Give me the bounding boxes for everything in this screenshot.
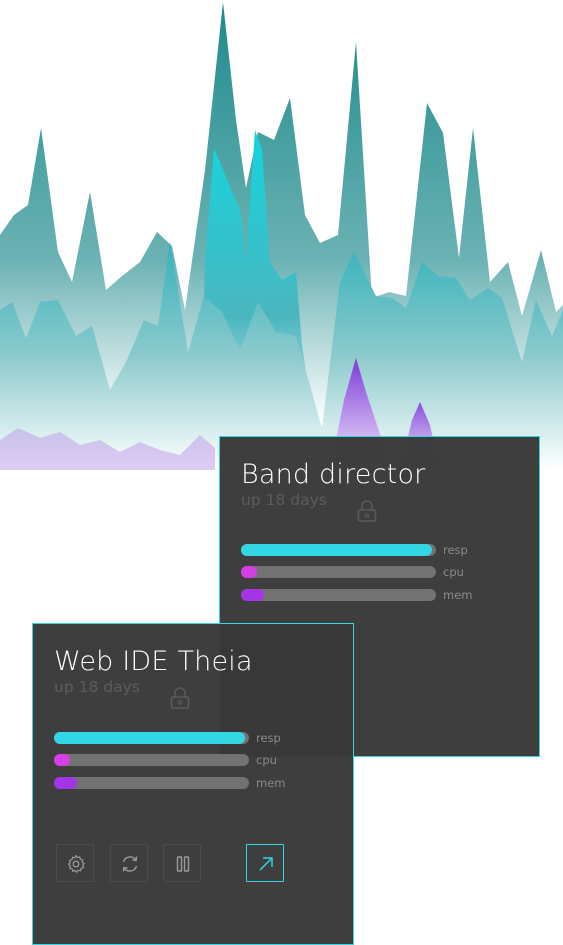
- refresh-icon: [122, 856, 138, 872]
- padlock-icon: [170, 687, 190, 709]
- card-uptime: up 18 days: [241, 491, 327, 509]
- card-title: Web IDE Theia: [54, 646, 253, 677]
- meter-track: [241, 589, 436, 601]
- service-card-band-director: Band director up 18 days resp cpu mem: [219, 436, 540, 757]
- meter-cpu: cpu: [241, 565, 531, 580]
- meter-fill-cpu: [54, 754, 70, 766]
- open-external-icon: [259, 857, 273, 871]
- background-waveform: [0, 2, 563, 470]
- meter-resp: resp: [54, 731, 344, 746]
- meter-fill-mem: [241, 589, 264, 601]
- meter-label: mem: [443, 588, 473, 602]
- meter-mem: mem: [241, 588, 531, 603]
- meter-track: [241, 544, 436, 556]
- meter-label: mem: [256, 776, 286, 790]
- meter-track: [241, 566, 436, 578]
- meter-mem: mem: [54, 776, 344, 791]
- settings-button[interactable]: [56, 844, 94, 882]
- pause-icon: [176, 856, 190, 872]
- padlock-icon: [357, 500, 377, 522]
- meter-cpu: cpu: [54, 753, 344, 768]
- meter-fill-resp: [241, 544, 432, 556]
- meter-resp: resp: [241, 543, 531, 558]
- meter-label: cpu: [443, 565, 464, 579]
- restart-button[interactable]: [110, 844, 148, 882]
- meter-track: [54, 754, 249, 766]
- meter-label: resp: [256, 731, 281, 745]
- meter-track: [54, 777, 249, 789]
- meter-fill-resp: [54, 732, 245, 744]
- card-title: Band director: [241, 459, 426, 490]
- service-card-web-ide-theia: Web IDE Theia up 18 days resp cpu mem: [32, 623, 354, 945]
- gear-icon: [67, 854, 85, 873]
- meter-label: resp: [443, 543, 468, 557]
- meter-label: cpu: [256, 753, 277, 767]
- pause-button[interactable]: [163, 844, 201, 882]
- card-uptime: up 18 days: [54, 678, 140, 696]
- open-button[interactable]: [246, 844, 284, 882]
- meter-track: [54, 732, 249, 744]
- waveform-purple-ridge: [0, 428, 215, 470]
- meter-fill-cpu: [241, 566, 257, 578]
- meter-fill-mem: [54, 777, 77, 789]
